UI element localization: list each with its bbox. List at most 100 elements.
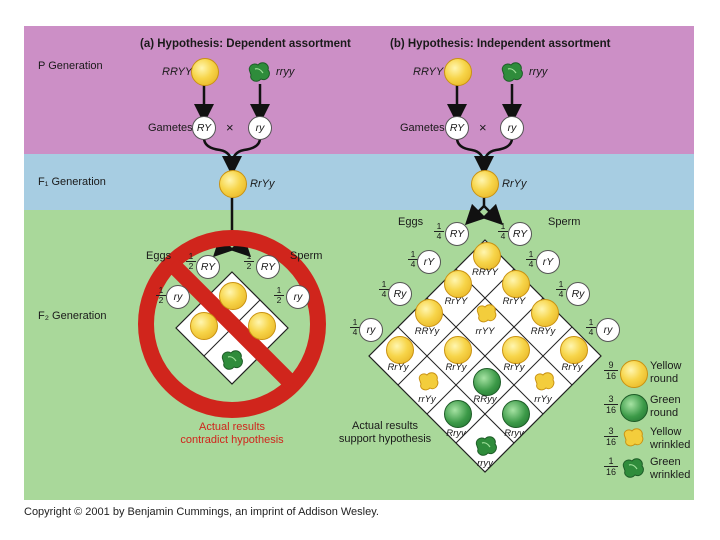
cross-a-symbol: × bbox=[226, 120, 234, 135]
gamete-b-egg-Ry: Ry bbox=[388, 282, 412, 306]
cell-b-16-genotype: rryy bbox=[477, 458, 493, 469]
eggs-b-label: Eggs bbox=[398, 216, 424, 228]
f2-generation-label: F₂ Generation bbox=[38, 310, 107, 322]
gamete-b-egg-RY: RY bbox=[445, 222, 469, 246]
cell-b-5-pea-icon bbox=[476, 304, 497, 323]
f1-a-pea-icon bbox=[219, 170, 247, 198]
legend-2-green-round-pea-icon bbox=[620, 394, 648, 422]
cell-b-3-pea-icon bbox=[502, 270, 530, 298]
genetics-figure: P Generation F₁ Generation F₂ Generation… bbox=[24, 26, 694, 500]
parent-b-yellow-genotype: RRYY bbox=[413, 66, 444, 78]
parent-b-yellow-pea-icon bbox=[444, 58, 472, 86]
hypothesis-b-title: (b) Hypothesis: Independent assortment bbox=[390, 38, 611, 50]
p-generation-band bbox=[24, 26, 694, 154]
prohibition-sign bbox=[138, 230, 326, 418]
cell-b-2-pea-icon bbox=[444, 270, 472, 298]
cell-b-2-genotype: RrYY bbox=[444, 296, 468, 307]
arrow-a-merge-left bbox=[202, 137, 234, 167]
f1-b-pea-icon bbox=[471, 170, 499, 198]
parent-a-green-genotype: rryy bbox=[276, 66, 295, 78]
p-generation-label: P Generation bbox=[38, 60, 103, 72]
cell-b-14-pea-icon bbox=[444, 400, 472, 428]
copyright-text: Copyright © 2001 by Benjamin Cummings, a… bbox=[24, 506, 379, 518]
punnett-b bbox=[368, 239, 602, 473]
f1-a-genotype: RrYy bbox=[250, 178, 275, 190]
f1-b-genotype: RrYy bbox=[502, 178, 527, 190]
gamete-b-sperm-RY: RY bbox=[508, 222, 532, 246]
gamete-b-RY: RY bbox=[445, 116, 469, 140]
cell-b-15-genotype: Rryy bbox=[504, 428, 524, 439]
cell-b-1-pea-icon bbox=[473, 242, 501, 270]
gamete-b-sperm-ry: ry bbox=[596, 318, 620, 342]
parent-b-green-wrinkled-pea-icon bbox=[501, 62, 523, 82]
cell-b-10-pea-icon bbox=[560, 336, 588, 364]
cell-b-10-genotype: RrYy bbox=[561, 362, 583, 373]
sperm-b-label: Sperm bbox=[548, 216, 581, 228]
cell-b-9-pea-icon bbox=[502, 336, 530, 364]
cell-b-11-genotype: rrYy bbox=[418, 394, 436, 405]
cell-b-6-pea-icon bbox=[531, 299, 559, 327]
cell-b-12-pea-icon bbox=[473, 368, 501, 396]
punnett-a-cell-bottom-pea-icon bbox=[221, 350, 243, 370]
gamete-a-sperm-ry: ry bbox=[286, 285, 310, 309]
arrow-a-merge-right bbox=[222, 137, 262, 176]
cell-b-7-genotype: RrYy bbox=[387, 362, 409, 373]
gamete-b-ry: ry bbox=[500, 116, 524, 140]
cell-b-7-pea-icon bbox=[386, 336, 414, 364]
cell-b-15-pea-icon bbox=[502, 400, 530, 428]
arrow-b-merge-right bbox=[474, 137, 514, 176]
gamete-b-egg-rY: rY bbox=[417, 250, 441, 274]
cell-b-4-genotype: RRYy bbox=[414, 326, 440, 337]
gamete-b-sperm-rY: rY bbox=[536, 250, 560, 274]
parent-a-yellow-genotype: RRYY bbox=[162, 66, 193, 78]
gamete-a-sperm-RY: RY bbox=[256, 255, 280, 279]
gametes-a-label: Gametes bbox=[148, 122, 193, 134]
parent-a-green-wrinkled-pea-icon bbox=[248, 62, 270, 82]
legend-4-green-wrinkled-pea-icon bbox=[622, 458, 644, 478]
cell-b-13-pea-icon bbox=[534, 372, 555, 391]
cell-b-6-genotype: RRYy bbox=[530, 326, 556, 337]
legend-1-yellow-round-pea-icon bbox=[620, 360, 648, 388]
eggs-a-label: Eggs bbox=[146, 250, 172, 262]
f1-generation-label: F₁ Generation bbox=[38, 176, 106, 188]
sperm-a-label: Sperm bbox=[290, 250, 323, 262]
parent-a-yellow-pea-icon bbox=[191, 58, 219, 86]
hypothesis-a-title: (a) Hypothesis: Dependent assortment bbox=[140, 38, 351, 50]
arrow-b-split-left bbox=[464, 203, 487, 226]
cell-b-5-genotype: rrYY bbox=[475, 326, 495, 337]
gamete-a-RY: RY bbox=[192, 116, 216, 140]
punnett-a-cell-right-pea-icon bbox=[248, 312, 276, 340]
cell-b-9-genotype: RrYy bbox=[503, 362, 525, 373]
gamete-a-egg-ry: ry bbox=[166, 285, 190, 309]
cell-b-14-genotype: Rryy bbox=[446, 428, 466, 439]
cell-b-3-genotype: RrYY bbox=[502, 296, 526, 307]
cross-b-symbol: × bbox=[479, 120, 487, 135]
gametes-b-label: Gametes bbox=[400, 122, 445, 134]
gamete-a-ry: ry bbox=[248, 116, 272, 140]
punnett-a-cell-top-pea-icon bbox=[219, 282, 247, 310]
parent-b-green-genotype: rryy bbox=[529, 66, 548, 78]
cell-b-8-pea-icon bbox=[444, 336, 472, 364]
f1-generation-band bbox=[24, 154, 694, 210]
gamete-b-sperm-Ry: Ry bbox=[566, 282, 590, 306]
cell-b-8-genotype: RrYy bbox=[445, 362, 467, 373]
